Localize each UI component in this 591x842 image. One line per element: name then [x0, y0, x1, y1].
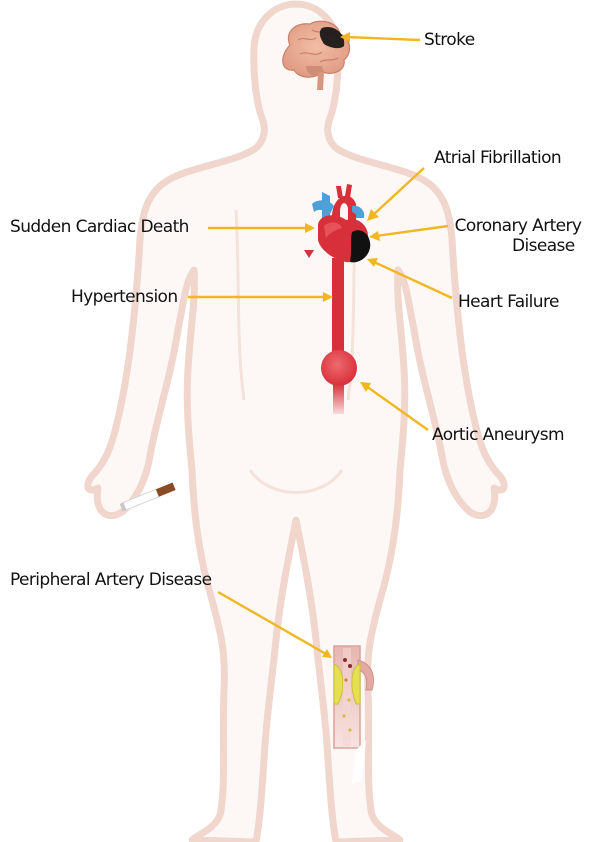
aneurysm-bulge	[321, 350, 357, 386]
blood-cell	[348, 728, 351, 731]
label-aortic-aneurysm: Aortic Aneurysm	[432, 425, 564, 445]
blood-cell	[348, 664, 352, 668]
label-hypertension: Hypertension	[71, 287, 178, 307]
body-silhouette	[88, 4, 505, 842]
brain-stem	[317, 72, 324, 90]
label-sudden-cardiac-death: Sudden Cardiac Death	[10, 217, 189, 237]
label-stroke: Stroke	[424, 30, 475, 50]
blood-cell	[344, 678, 347, 681]
leader-stroke	[346, 37, 420, 40]
label-coronary-artery-disease: Coronary Artery Disease	[450, 216, 586, 256]
blood-cell	[343, 658, 347, 662]
label-heart-failure: Heart Failure	[458, 292, 559, 312]
label-coronary-artery-disease-line2: Disease	[450, 236, 586, 256]
abdominal-aorta	[333, 384, 344, 414]
blood-cell	[347, 698, 350, 701]
label-coronary-artery-disease-line1: Coronary Artery	[450, 216, 586, 236]
blood-cell	[342, 714, 345, 717]
cigarette-filter	[156, 483, 176, 497]
descending-aorta	[332, 258, 344, 358]
label-peripheral-artery-disease: Peripheral Artery Disease	[10, 570, 211, 590]
body-outline	[88, 4, 505, 842]
label-atrial-fibrillation: Atrial Fibrillation	[434, 148, 561, 168]
